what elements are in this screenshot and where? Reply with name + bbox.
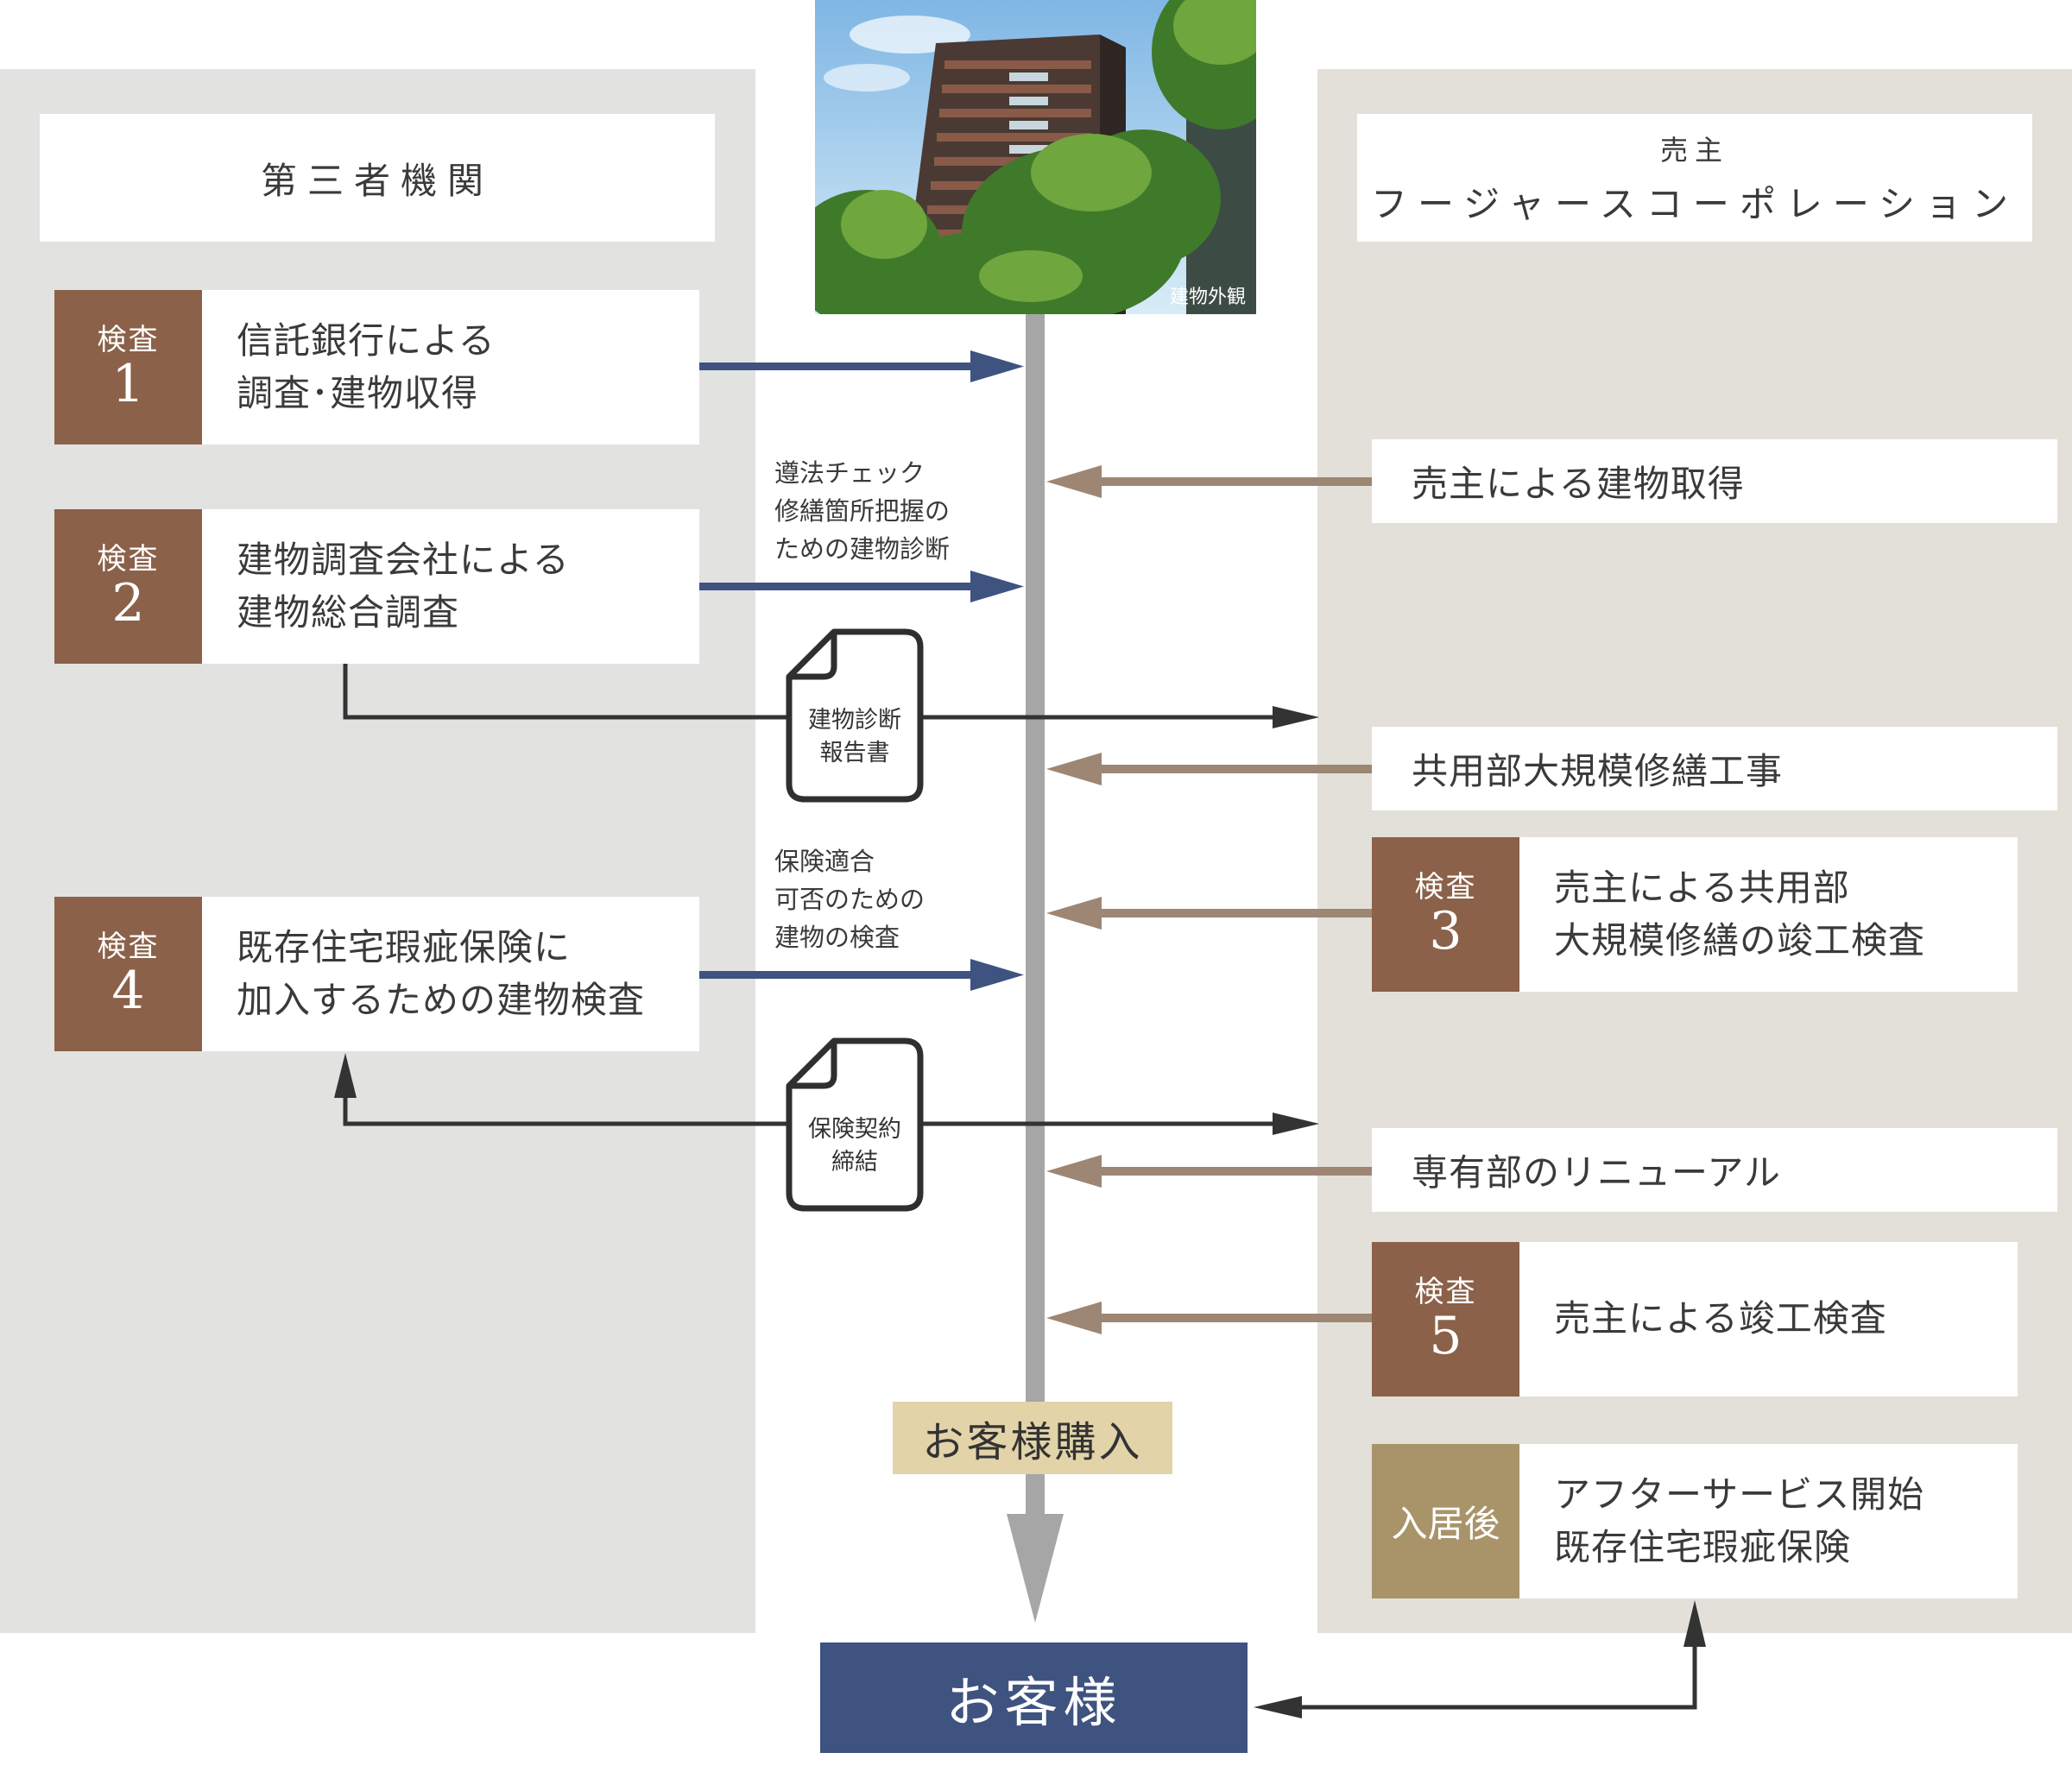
timeline-line bbox=[1026, 314, 1045, 1518]
text-line: 大規模修繕の竣工検査 bbox=[1554, 918, 1926, 962]
text-line: 売主による竣工検査 bbox=[1554, 1297, 1887, 1340]
doc-line: 保険契約 bbox=[808, 1116, 901, 1143]
report-label: 建物診断 報告書 bbox=[793, 704, 917, 770]
note-line: ための建物診断 bbox=[774, 534, 951, 564]
badge-number: 2 bbox=[111, 573, 145, 634]
seller-label: 売主 bbox=[1659, 133, 1729, 167]
inspection-text: 売主による共用部 大規模修繕の竣工検査 bbox=[1519, 837, 2018, 992]
badge-label: 検査 bbox=[1414, 1274, 1477, 1309]
text-line: アフターサービス開始 bbox=[1554, 1472, 1925, 1516]
diagnosis-note: 遵法チェック 修繕箇所把握の ための建物診断 bbox=[774, 454, 950, 568]
building-photo: 建物外観 bbox=[815, 0, 1256, 314]
text-line: 建物総合調査 bbox=[237, 590, 460, 634]
text-line: 既存住宅瑕疵保険に bbox=[237, 925, 572, 968]
third-party-title: 第三者機関 bbox=[260, 159, 494, 202]
text-line: 建物調査会社による bbox=[237, 538, 570, 581]
badge-label: 検査 bbox=[97, 541, 160, 577]
step-text: 共用部大規模修繕工事 bbox=[1412, 750, 1784, 792]
seller-name: フージャースコーポレーション bbox=[1370, 182, 2019, 225]
inspection-4-row: 検査 4 既存住宅瑕疵保険に 加入するための建物検査 bbox=[54, 897, 699, 1051]
inspection-text: 既存住宅瑕疵保険に 加入するための建物検査 bbox=[202, 897, 699, 1051]
after-move-in-row: 入居後 アフターサービス開始 既存住宅瑕疵保険 bbox=[1372, 1444, 2018, 1598]
inspection-badge: 検査 5 bbox=[1372, 1242, 1519, 1397]
after-service-line bbox=[1295, 1642, 1697, 1710]
after-service-arrowhead-left bbox=[1254, 1696, 1302, 1718]
badge-label: 検査 bbox=[97, 322, 160, 357]
note-line: 修繕箇所把握の bbox=[774, 496, 951, 526]
inspection-3-row: 検査 3 売主による共用部 大規模修繕の竣工検査 bbox=[1372, 837, 2018, 992]
badge-number: 4 bbox=[111, 961, 145, 1022]
inspection-text: 売主による竣工検査 bbox=[1519, 1242, 2018, 1397]
after-move-in-text: アフターサービス開始 既存住宅瑕疵保険 bbox=[1519, 1444, 2018, 1598]
badge-number: 1 bbox=[111, 354, 145, 415]
text-line: 既存住宅瑕疵保険 bbox=[1554, 1525, 1852, 1568]
third-party-header: 第三者機関 bbox=[40, 114, 715, 242]
customer-box: お客様 bbox=[820, 1642, 1248, 1753]
renewal-row: 専有部のリニューアル bbox=[1372, 1128, 2057, 1212]
photo-caption: 建物外観 bbox=[1169, 287, 1246, 308]
timeline-arrowhead bbox=[1007, 1514, 1064, 1623]
seller-acquisition-row: 売主による建物取得 bbox=[1372, 439, 2057, 523]
inspection-1-row: 検査 1 信託銀行による 調査･建物収得 bbox=[54, 290, 699, 444]
document-fold bbox=[789, 1041, 837, 1089]
inspection-2-row: 検査 2 建物調査会社による 建物総合調査 bbox=[54, 509, 699, 664]
doc-line: 報告書 bbox=[819, 740, 890, 766]
badge-number: 5 bbox=[1429, 1306, 1462, 1367]
badge-label: 検査 bbox=[1414, 869, 1477, 905]
step-text: 売主による建物取得 bbox=[1412, 463, 1745, 505]
document-fold bbox=[789, 632, 837, 680]
inspection-5-row: 検査 5 売主による竣工検査 bbox=[1372, 1242, 2018, 1397]
contract-arrowhead-right bbox=[1273, 1113, 1319, 1135]
step-text: 専有部のリニューアル bbox=[1412, 1151, 1781, 1194]
inspection-text: 信託銀行による 調査･建物収得 bbox=[202, 290, 699, 444]
text-line: 加入するための建物検査 bbox=[237, 978, 646, 1021]
inspection-badge: 検査 4 bbox=[54, 897, 202, 1051]
text-line: 売主による共用部 bbox=[1554, 866, 1850, 909]
note-line: 可否のための bbox=[774, 885, 925, 914]
customer-purchase-label: お客様購入 bbox=[893, 1402, 1172, 1474]
badge-number: 3 bbox=[1429, 901, 1462, 962]
inspection-badge: 検査 2 bbox=[54, 509, 202, 664]
doc-line: 建物診断 bbox=[808, 707, 901, 734]
inspection-badge: 検査 3 bbox=[1372, 837, 1519, 992]
badge-label: 検査 bbox=[97, 929, 160, 964]
inspection-text: 建物調査会社による 建物総合調査 bbox=[202, 509, 699, 664]
note-line: 建物の検査 bbox=[774, 923, 900, 952]
note-line: 遵法チェック bbox=[774, 458, 925, 488]
doc-line: 締結 bbox=[831, 1149, 878, 1176]
after-move-in-badge: 入居後 bbox=[1372, 1444, 1519, 1598]
text-line: 調査･建物収得 bbox=[237, 371, 479, 414]
seller-header: 売主 フージャースコーポレーション bbox=[1357, 114, 2032, 242]
badge-label: 入居後 bbox=[1391, 1503, 1500, 1545]
inspection-badge: 検査 1 bbox=[54, 290, 202, 444]
note-line: 保険適合 bbox=[774, 847, 875, 876]
building-exterior-image bbox=[815, 0, 1256, 314]
common-repair-row: 共用部大規模修繕工事 bbox=[1372, 727, 2057, 810]
contract-label: 保険契約 締結 bbox=[793, 1113, 917, 1179]
insurance-note: 保険適合 可否のための 建物の検査 bbox=[774, 842, 925, 956]
report-arrowhead bbox=[1273, 706, 1319, 728]
text-line: 信託銀行による bbox=[237, 318, 496, 362]
